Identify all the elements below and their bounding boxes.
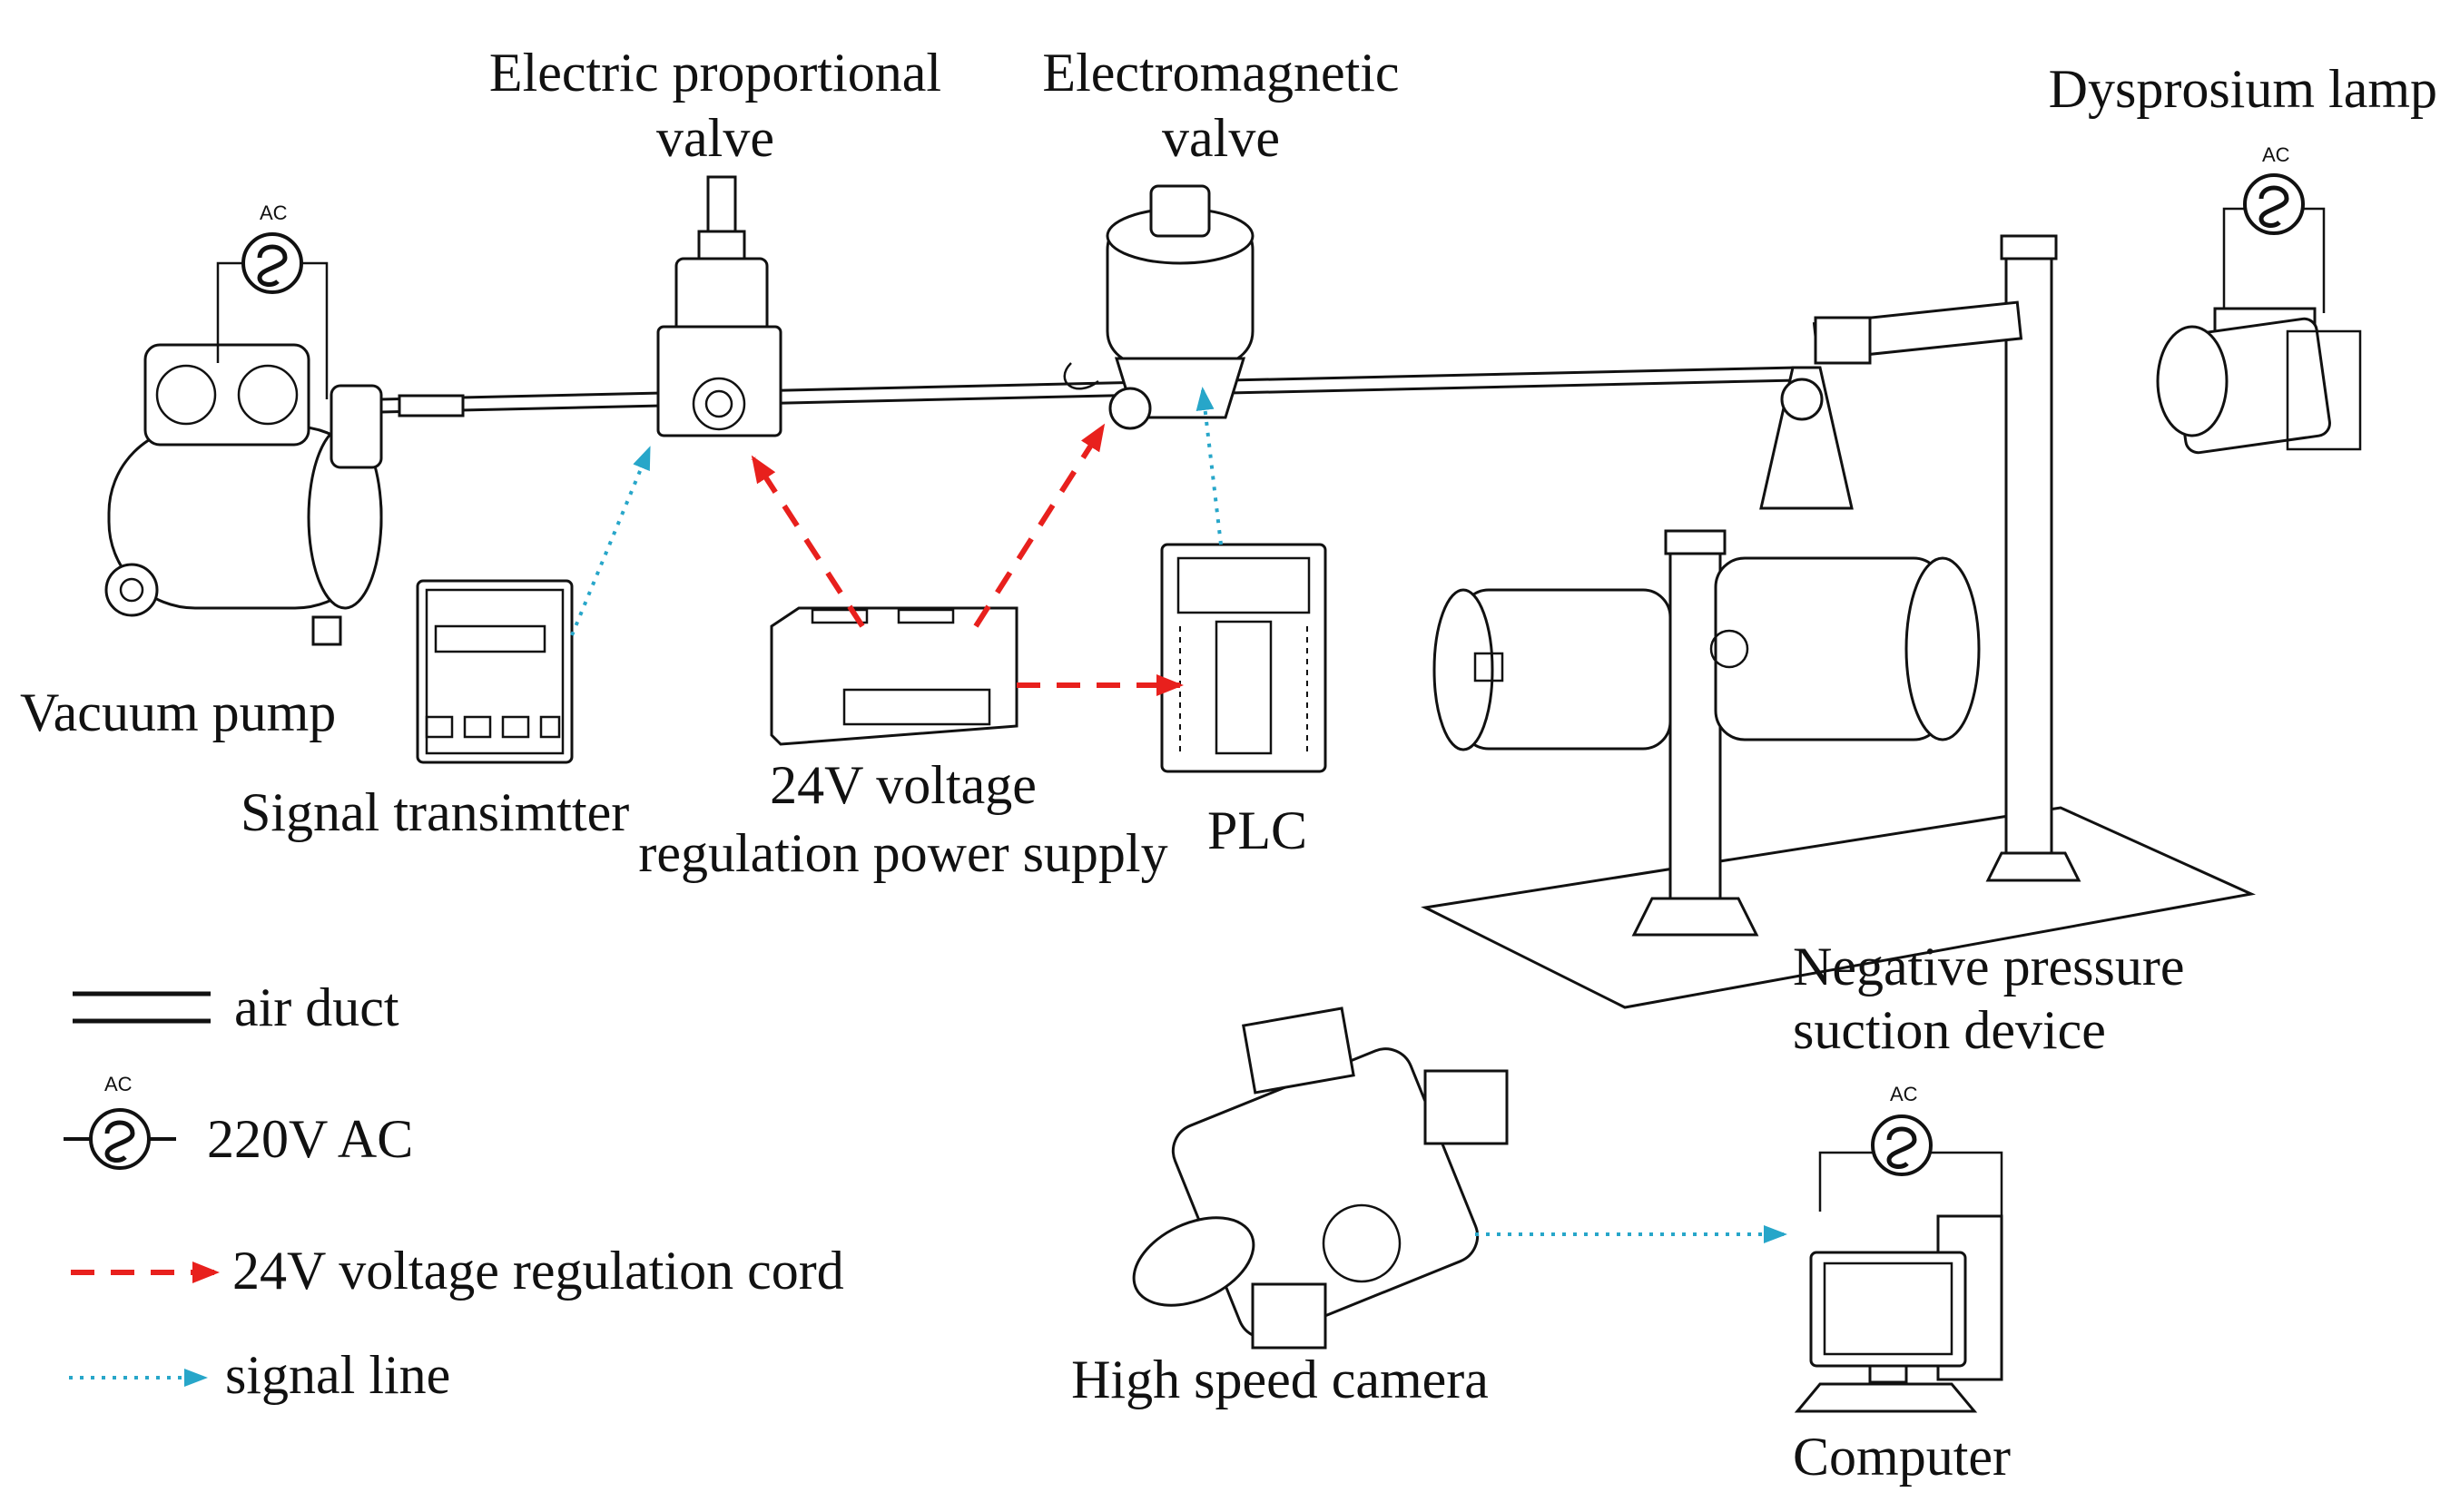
electromagnetic-valve-label-line1: Electromagnetic (1042, 43, 1399, 103)
legend-signal-line: signal line (69, 1345, 450, 1405)
legend-air-duct: air duct (73, 977, 399, 1037)
computer-label: Computer (1793, 1427, 2011, 1487)
plc (1160, 543, 1327, 773)
signal-transmitter-label: Signal transimtter (241, 782, 629, 842)
legend-ac: AC 220V AC (64, 1073, 413, 1169)
vacuum-pump (104, 343, 383, 646)
legend-regulation-cord: 24V voltage regulation cord (71, 1241, 844, 1301)
regulation-cords (751, 423, 1184, 696)
electromagnetic-valve (1063, 184, 1255, 430)
power-supply-label-line2: regulation power supply (638, 823, 1167, 883)
electric-valve-label-line1: Electric proportional (489, 43, 941, 103)
ac-tag: AC (260, 201, 288, 224)
signal-transmitter (416, 579, 574, 764)
electromagnetic-valve-label-line2: valve (1162, 108, 1280, 168)
ac-tag: AC (1890, 1083, 1918, 1105)
suction-device-label-line2: suction device (1793, 1000, 2106, 1060)
ac-tag: AC (104, 1073, 133, 1095)
legend-regulation-cord-label: 24V voltage regulation cord (232, 1241, 844, 1301)
legend: air duct AC 220V AC 24V voltage regulati… (64, 977, 844, 1405)
air-duct-pipe (380, 366, 1798, 417)
vacuum-pump-label: Vacuum pump (20, 682, 336, 742)
legend-ac-label: 220V AC (207, 1109, 413, 1169)
power-supply-label-line1: 24V voltage (770, 755, 1037, 815)
legend-air-duct-label: air duct (234, 977, 399, 1037)
suction-device-label-line1: Negative pressure (1793, 937, 2184, 997)
signal-lines (570, 387, 1787, 1243)
ac-symbol-icon (91, 1110, 149, 1168)
high-speed-camera (1132, 1006, 1509, 1350)
computer: AC (1794, 1083, 2003, 1413)
electric-proportional-valve (656, 175, 782, 437)
electric-valve-label-line2: valve (656, 108, 774, 168)
camera-label: High speed camera (1071, 1350, 1489, 1409)
dysprosium-lamp-label: Dysprosium lamp (2049, 59, 2437, 119)
ac-tag: AC (2262, 143, 2290, 166)
power-supply-24v (770, 606, 1018, 746)
plc-label: PLC (1207, 800, 1307, 860)
dysprosium-lamp: AC (2156, 143, 2362, 455)
legend-signal-line-label: signal line (225, 1345, 450, 1405)
vacuum-pump-ac-source: AC (216, 201, 329, 399)
negative-pressure-suction-device (1421, 234, 2257, 1009)
